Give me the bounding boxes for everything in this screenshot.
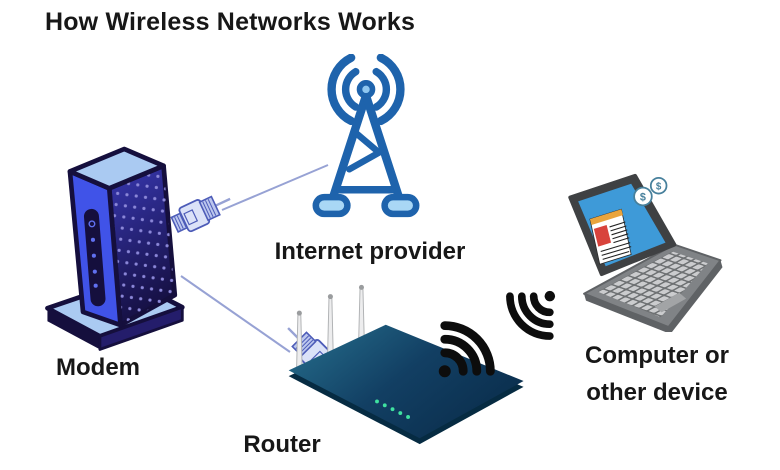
label-computer-line1: Computer or bbox=[585, 342, 729, 369]
wifi-indicator-icon bbox=[92, 269, 97, 274]
tower-top-node bbox=[356, 80, 376, 99]
coin-symbol-2: $ bbox=[656, 182, 662, 193]
cable-line-modem-tower bbox=[221, 164, 329, 211]
modem-status-icons bbox=[88, 220, 98, 288]
laptop-icon: $ $ bbox=[568, 173, 723, 332]
modem-top-face bbox=[67, 146, 166, 191]
label-computer-line2: other device bbox=[586, 379, 728, 406]
router-leds bbox=[375, 399, 410, 419]
trackpad bbox=[654, 292, 687, 313]
tower-foot-right bbox=[381, 193, 420, 218]
coin-icon-2 bbox=[649, 176, 668, 195]
laptop-screen: $ $ bbox=[568, 173, 677, 277]
laptop-base bbox=[583, 243, 723, 332]
ethernet-plug-icon-modem bbox=[165, 180, 240, 243]
modem-vent-dots bbox=[109, 165, 175, 326]
router-icon bbox=[288, 284, 524, 445]
wifi-signal-icon-right bbox=[484, 264, 583, 363]
antenna-2 bbox=[327, 298, 334, 360]
lan-indicator-icon bbox=[93, 283, 98, 288]
signal-arc-outer-left bbox=[327, 54, 356, 126]
label-router: Router bbox=[243, 431, 321, 458]
document-image-block bbox=[593, 224, 612, 247]
signal-arc-inner-left bbox=[341, 67, 360, 111]
wifi-signal-icon-left bbox=[407, 295, 520, 408]
document-text-lines bbox=[600, 221, 632, 260]
tower-leg-right bbox=[361, 91, 406, 209]
keyboard-keys bbox=[597, 251, 708, 318]
modem-body bbox=[67, 146, 178, 328]
tower-braces bbox=[346, 128, 383, 173]
webpage-document bbox=[589, 208, 632, 265]
router-antennas bbox=[295, 284, 365, 376]
cell-tower-icon bbox=[312, 54, 420, 218]
tower-foot-left bbox=[312, 193, 351, 218]
coin-symbol-1: $ bbox=[640, 191, 646, 203]
diagram-title: How Wireless Networks Works bbox=[44, 8, 416, 36]
label-modem: Modem bbox=[56, 354, 140, 381]
coin-icons: $ $ bbox=[633, 176, 668, 207]
label-computer: Computer or other device bbox=[547, 337, 767, 411]
document-header-bar bbox=[589, 209, 623, 225]
tower-leg-left bbox=[326, 91, 371, 209]
phone-indicator-icon bbox=[90, 237, 96, 242]
label-internet-provider: Internet provider bbox=[274, 238, 466, 265]
coin-icon-1 bbox=[633, 186, 653, 207]
signal-arc-outer-right bbox=[376, 54, 405, 126]
internet-indicator-icon bbox=[91, 253, 96, 258]
cable-line-modem-router bbox=[180, 275, 291, 353]
router-body bbox=[288, 324, 524, 439]
signal-arc-inner-right bbox=[372, 67, 391, 111]
power-icon bbox=[88, 220, 96, 228]
modem-icon bbox=[45, 146, 185, 351]
